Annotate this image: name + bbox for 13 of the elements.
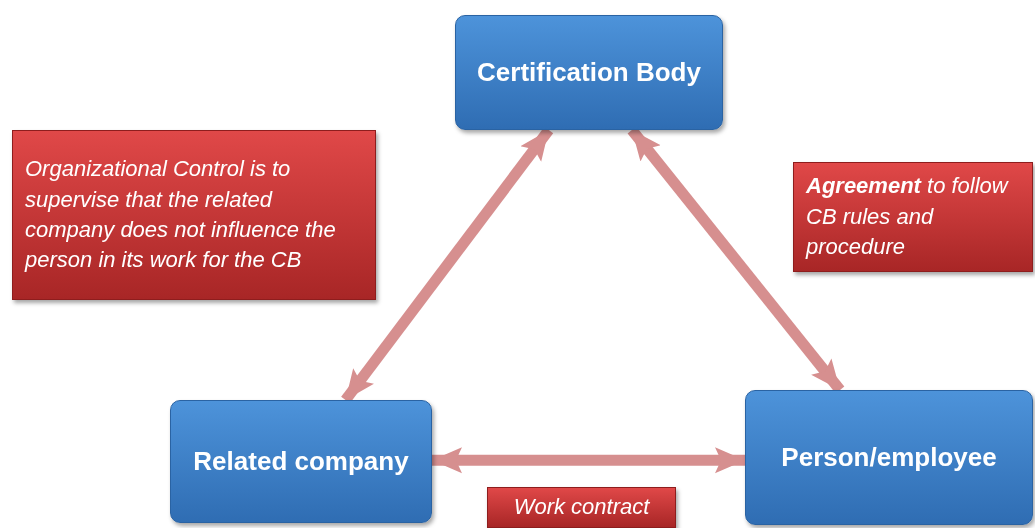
process-box — [170, 400, 432, 523]
box-text: Work contract — [513, 493, 650, 522]
box-text: Person/employee — [781, 440, 997, 474]
note-box — [487, 487, 676, 528]
box-text: Related company — [193, 444, 409, 478]
double-arrow — [432, 447, 745, 474]
box-text: Organizational Control is to supervise that the related company does not influence the person in its work for the CB — [25, 155, 337, 275]
process-box — [455, 15, 723, 130]
note-box — [793, 162, 1033, 272]
box-text: Agreement to follow CB rules and procedure — [806, 172, 1010, 262]
note-box — [12, 130, 376, 300]
process-box — [745, 390, 1033, 525]
box-text: Certification Body — [477, 55, 701, 89]
